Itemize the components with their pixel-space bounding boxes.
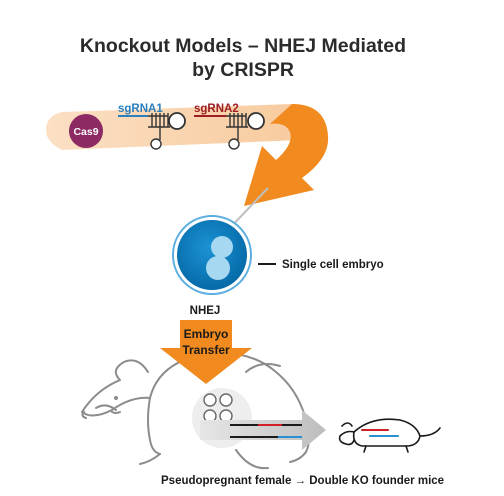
mouse-eye-icon (114, 396, 118, 400)
cas9-protein: Cas9 (69, 114, 103, 148)
title-line-2: by CRISPR (192, 59, 294, 81)
cas9-label: Cas9 (73, 126, 98, 138)
diagram-title: Knockout Models – NHEJ Mediated by CRISP… (0, 34, 486, 82)
title-line-1: Knockout Models – NHEJ Mediated (79, 35, 407, 57)
embryo-transfer-label-line-2: Transfer (182, 343, 230, 357)
injection-arrow (244, 104, 329, 206)
sgrna2-molecule: sgRNA2 (194, 103, 265, 150)
sgrna2-label: sgRNA2 (194, 103, 239, 115)
sgrna1-molecule: sgRNA1 (118, 103, 186, 150)
embryo-transfer-label-line-1: Embryo (184, 327, 229, 341)
sgrna1-label: sgRNA1 (118, 103, 163, 115)
single-cell-embryo (172, 215, 252, 295)
gray-progression-arrow (200, 410, 326, 450)
embryo-transfer-arrow: Embryo Transfer (160, 320, 252, 384)
nhej-label: NHEJ (190, 305, 221, 317)
single-cell-embryo-label: Single cell embryo (282, 259, 384, 271)
double-ko-founder-mouse (338, 418, 441, 453)
pseudopregnant-caption: Pseudopregnant female → Double KO founde… (161, 475, 444, 487)
